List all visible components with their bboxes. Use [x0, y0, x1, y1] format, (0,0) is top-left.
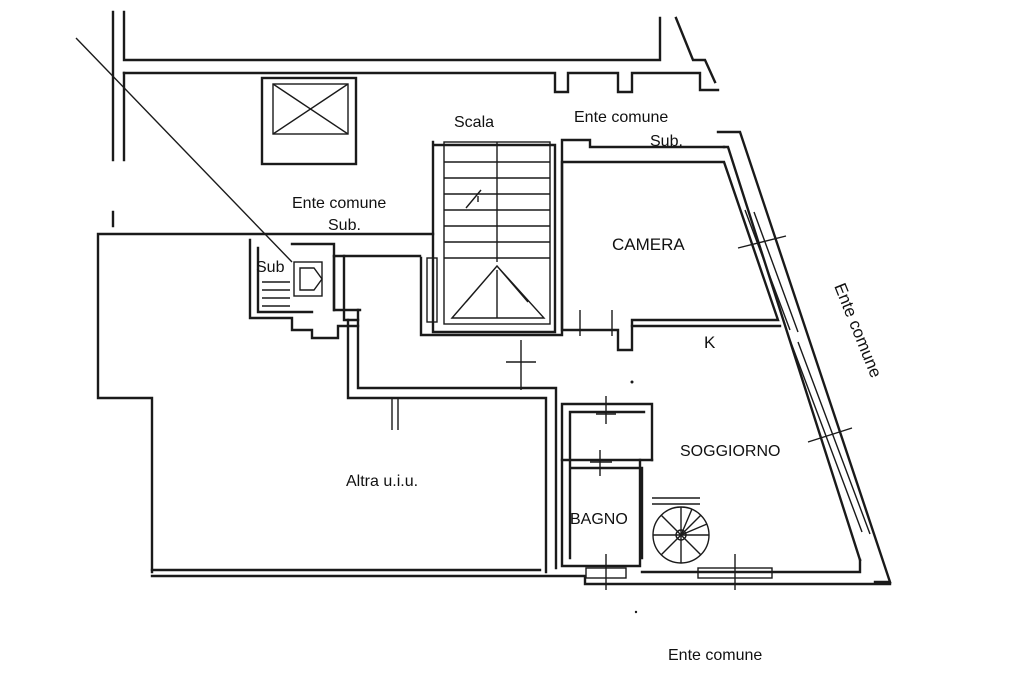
label-soggiorno: SOGGIORNO [680, 443, 780, 460]
wall-tick [807, 427, 853, 443]
camera-room [560, 160, 787, 352]
central-corridor [346, 308, 558, 574]
label-ente-comune-bottom: Ente comune [668, 647, 762, 664]
label-k: K [704, 333, 716, 352]
top-corridor-walls [111, 10, 720, 162]
spiral-stair [652, 497, 710, 564]
lift-shaft [260, 76, 358, 166]
label-ente-comune-right: Ente comune [830, 280, 885, 380]
label-sub-mid: Sub. [328, 217, 361, 234]
label-bagno: BAGNO [570, 511, 628, 528]
label-camera: CAMERA [612, 235, 685, 254]
stair-block [419, 138, 726, 337]
bottom-outline [150, 554, 892, 590]
label-altra: Altra u.i.u. [346, 473, 418, 490]
label-sub-top: Sub. [650, 133, 683, 150]
label-ente-comune-top: Ente comune [574, 109, 668, 126]
label-sub-small: Sub [256, 259, 285, 276]
dot-mark [634, 610, 638, 614]
diagonal-line [75, 37, 293, 263]
bathroom-block [560, 396, 654, 568]
dot-mark [630, 380, 634, 384]
label-scala: Scala [454, 114, 494, 131]
label-ente-comune-mid: Ente comune [292, 195, 386, 212]
small-sub-zone [248, 238, 422, 340]
